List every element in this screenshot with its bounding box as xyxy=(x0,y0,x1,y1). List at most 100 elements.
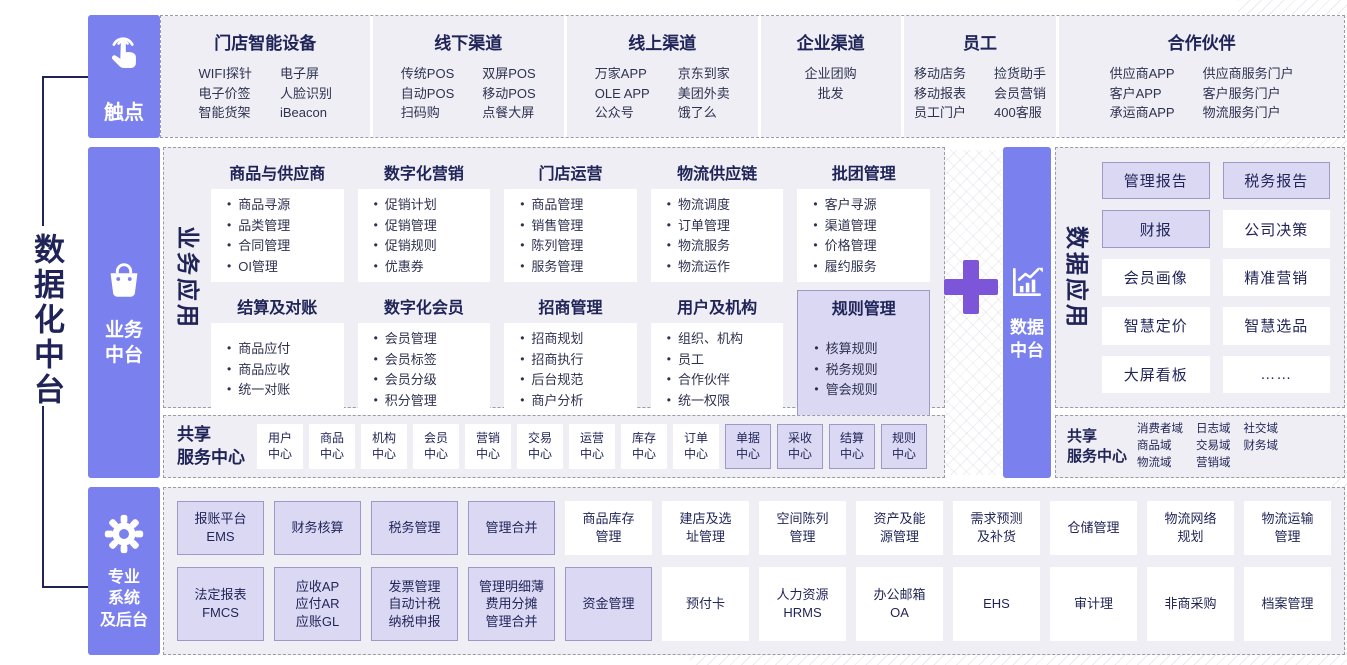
touchpoint-item: 点餐大屏 xyxy=(482,105,535,120)
data-app-cell: 财报 xyxy=(1102,210,1210,248)
backend-cell-line: 纳税申报 xyxy=(388,613,441,629)
business-item-label: 商户分析 xyxy=(531,392,584,408)
bracket-line xyxy=(42,76,88,78)
business-group-title: 批团管理 xyxy=(831,166,896,183)
business-group-title: 物流供应链 xyxy=(677,166,758,183)
backend-cell: 仓储管理 xyxy=(1050,501,1137,555)
shared-center-cell: 商品中心 xyxy=(309,424,355,469)
business-shared-service-strip: 共享服务中心 用户中心商品中心机构中心会员中心营销中心交易中心运营中心库存中心订… xyxy=(163,415,945,478)
backend-cell-line: HRMS xyxy=(783,605,822,620)
data-domain-item: 社交域 xyxy=(1243,422,1279,435)
business-item: •渠道管理 xyxy=(813,216,928,236)
data-domain-column: 消费者域商品域物流域 xyxy=(1137,421,1183,473)
business-item: •招商执行 xyxy=(520,350,635,370)
center-cell-line: 中心 xyxy=(787,446,812,461)
touchpoint-item: WIFI探针 xyxy=(198,66,252,81)
shared-service-centers: 用户中心商品中心机构中心会员中心营销中心交易中心运营中心库存中心订单中心单据中心… xyxy=(257,424,927,469)
shared-center-cell: 交易中心 xyxy=(517,424,563,469)
bullet-icon: • xyxy=(520,217,525,232)
business-item-label: 招商规划 xyxy=(531,331,584,346)
backend-cell-line: 管理 xyxy=(595,529,622,544)
business-item-label: 核算规则 xyxy=(825,341,878,357)
business-item-label: 合同管理 xyxy=(238,238,291,253)
bullet-icon: • xyxy=(814,382,819,397)
touchpoint-item: 自动POS xyxy=(400,85,455,101)
business-group-items: •核算规则•税务规则•管会规则 xyxy=(798,324,929,415)
backend-cell-line: 费用分摊 xyxy=(485,596,538,612)
backend-cell: 建店及选址管理 xyxy=(662,501,749,555)
backend-cell-line: 发票管理 xyxy=(388,578,441,594)
backend-cell-line: 建店及选 xyxy=(679,511,732,527)
business-item-label: 商品管理 xyxy=(531,197,584,212)
business-group-title: 招商管理 xyxy=(538,300,603,317)
label-line: 及后台 xyxy=(99,611,148,629)
backend-cell-line: 物流运输 xyxy=(1261,511,1314,527)
data-shared-service-strip: 共享服务中心 消费者域商品域物流域日志域交易域营销域社交域财务域 xyxy=(1055,415,1345,478)
business-item: •物流服务 xyxy=(667,236,782,256)
business-item: •商品应收 xyxy=(227,360,342,380)
touch-icon xyxy=(102,29,146,73)
shared-service-label: 共享服务中心 xyxy=(177,424,245,468)
center-cell-line: 结算 xyxy=(839,430,864,445)
backend-cell-line: 需求预测 xyxy=(970,511,1023,527)
backend-cell: 需求预测及补货 xyxy=(953,501,1040,555)
business-item: •商品寻源 xyxy=(227,195,342,215)
business-item: •订单管理 xyxy=(667,216,782,236)
backend-cell-line: 管理合并 xyxy=(485,613,538,629)
touchpoint-item: 扫码购 xyxy=(400,105,440,120)
data-domain-item: 物流域 xyxy=(1137,457,1172,470)
center-cell-line: 库存 xyxy=(631,430,656,445)
data-app-cell: 会员画像 xyxy=(1102,258,1210,297)
touchpoint-group-title: 合作伙伴 xyxy=(1167,34,1236,53)
shared-center-cell: 用户中心 xyxy=(257,424,303,469)
business-item: •促销管理 xyxy=(374,216,489,236)
bracket-line xyxy=(42,406,44,588)
bullet-icon: • xyxy=(227,361,232,376)
touchpoint-item: 移动店务 xyxy=(914,66,967,81)
business-item: • 商户分析 xyxy=(520,391,635,411)
shared-center-cell: 会员中心 xyxy=(413,424,459,469)
data-domain-item: 交易域 xyxy=(1196,439,1231,452)
data-domain-item: 营销域 xyxy=(1196,457,1231,470)
label-line: 业务 xyxy=(104,319,143,341)
business-group-title: 门店运营 xyxy=(538,166,603,183)
shared-service-label: 共享服务中心 xyxy=(1067,427,1127,466)
touchpoint-item: 客户服务门户 xyxy=(1202,85,1281,101)
business-group-items: •客户寻源•渠道管理•价格管理•履约服务 xyxy=(797,189,930,282)
bullet-icon: • xyxy=(520,238,525,252)
center-cell-line: 中心 xyxy=(683,446,708,461)
label-line: 数据 xyxy=(1010,318,1044,338)
backend-cell: 资产及能源管理 xyxy=(856,501,943,555)
bullet-icon: • xyxy=(520,392,525,407)
bullet-icon: • xyxy=(373,197,378,211)
bullet-icon: • xyxy=(520,197,525,211)
business-group: 批团管理•客户寻源•渠道管理•价格管理•履约服务 xyxy=(797,156,930,282)
business-group: 规则管理•核算规则•税务规则•管会规则 xyxy=(797,290,930,416)
backend-cell-line: 址管理 xyxy=(685,529,725,544)
business-item-label: 订单管理 xyxy=(678,217,731,233)
business-apps-label: 业务应用 xyxy=(175,225,201,330)
center-cell-line: 中心 xyxy=(475,446,500,461)
business-item: •销售管理 xyxy=(520,216,635,236)
bullet-icon: • xyxy=(373,217,378,232)
business-group-title: 结算及对账 xyxy=(237,300,318,317)
backend-cell-line: 管理 xyxy=(1274,529,1301,544)
touchpoint-item: 京东到家 xyxy=(677,66,730,81)
touchpoint-item: 员工门户 xyxy=(914,105,967,120)
business-item: •价格管理 xyxy=(813,236,928,256)
business-item: •统一对账 xyxy=(227,380,342,400)
plus-icon xyxy=(944,260,998,314)
touchpoint-group-title: 员工 xyxy=(963,34,998,53)
bullet-icon: • xyxy=(813,258,818,273)
backend-cell-line: 空间陈列 xyxy=(776,511,829,527)
bullet-icon: • xyxy=(520,372,525,386)
backend-cell-line: 管理明细薄 xyxy=(478,578,544,594)
data-app-cell: 公司决策 xyxy=(1222,210,1330,248)
